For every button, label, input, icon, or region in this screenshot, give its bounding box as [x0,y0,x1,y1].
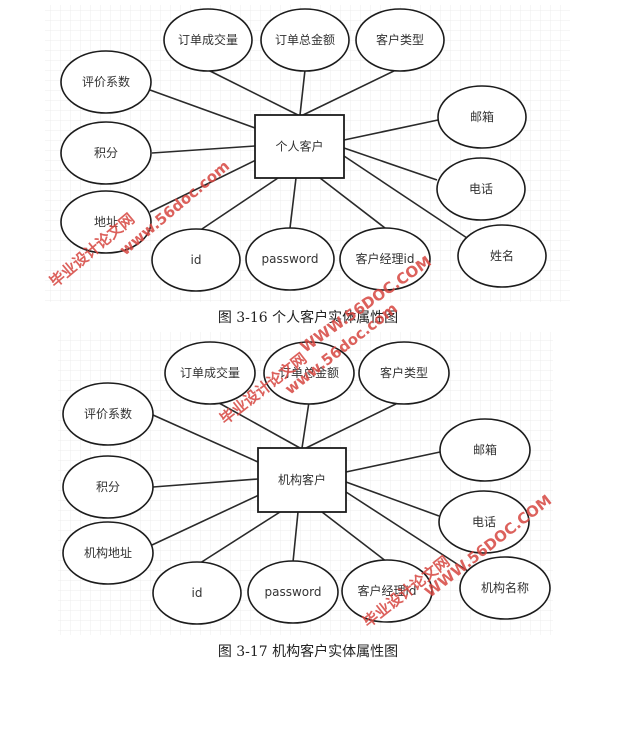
caption-figure-3-17: 图 3-17 机构客户实体属性图 [218,643,398,660]
svg-text:机构名称: 机构名称 [481,580,529,595]
attr-id: id [151,228,241,292]
svg-text:客户类型: 客户类型 [380,365,428,380]
svg-text:电话: 电话 [472,515,496,529]
svg-text:订单成交量: 订单成交量 [180,365,240,380]
svg-text:客户类型: 客户类型 [376,32,424,47]
attr-customer-type: 客户类型 [358,341,450,405]
diagram-individual-customer: 订单成交量 订单总金额 客户类型 评价系数 积分 地址 id password [45,5,570,326]
attr-name: 姓名 [457,224,547,288]
attr-customer-type: 客户类型 [355,8,445,72]
svg-text:邮箱: 邮箱 [473,442,497,457]
svg-text:客户经理id: 客户经理id [358,583,417,598]
attr-org-address: 机构地址 [62,521,154,585]
svg-text:邮箱: 邮箱 [470,109,494,124]
svg-text:客户经理id: 客户经理id [356,251,415,266]
attr-id: id [152,561,242,625]
svg-text:评价系数: 评价系数 [82,74,130,89]
attr-order-amount: 订单总金额 [260,8,350,72]
attr-phone: 电话 [438,490,530,554]
svg-text:电话: 电话 [469,182,493,196]
diagram-organization-customer: 订单成交量 订单总金额 客户类型 评价系数 积分 机构地址 id passwo [58,332,553,660]
attr-password: password [245,227,335,291]
attr-order-volume: 订单成交量 [163,8,253,72]
attr-address: 地址 [60,190,152,254]
svg-text:积分: 积分 [94,146,118,160]
svg-text:订单成交量: 订单成交量 [178,32,238,47]
attr-order-amount: 订单总金额 [263,341,355,405]
svg-text:评价系数: 评价系数 [84,406,132,421]
attr-order-volume: 订单成交量 [164,341,256,405]
svg-text:个人客户: 个人客户 [275,139,323,154]
svg-text:id: id [191,253,202,267]
attr-email: 邮箱 [437,85,527,149]
attr-org-name: 机构名称 [459,556,551,620]
svg-text:订单总金额: 订单总金额 [279,365,339,380]
caption-figure-3-16: 图 3-16 个人客户实体属性图 [218,309,398,326]
attr-password: password [247,560,339,624]
attr-points: 积分 [62,455,154,519]
svg-text:机构地址: 机构地址 [84,545,132,560]
svg-text:机构客户: 机构客户 [278,472,326,487]
svg-text:password: password [262,252,319,266]
attr-rating: 评价系数 [62,382,154,446]
edges [149,67,471,241]
attr-manager-id: 客户经理id [341,559,433,623]
svg-text:password: password [265,585,322,599]
edges [151,397,475,576]
svg-text:姓名: 姓名 [490,248,514,263]
svg-text:积分: 积分 [96,480,120,494]
entity-individual-customer: 个人客户 [254,114,345,179]
entity-organization-customer: 机构客户 [257,447,347,513]
attr-email: 邮箱 [439,418,531,482]
attr-points: 积分 [60,121,152,185]
svg-text:地址: 地址 [94,215,118,229]
svg-text:id: id [192,586,203,600]
attr-manager-id: 客户经理id [339,227,431,291]
attr-phone: 电话 [436,157,526,221]
svg-text:订单总金额: 订单总金额 [275,32,335,47]
attr-rating: 评价系数 [60,50,152,114]
